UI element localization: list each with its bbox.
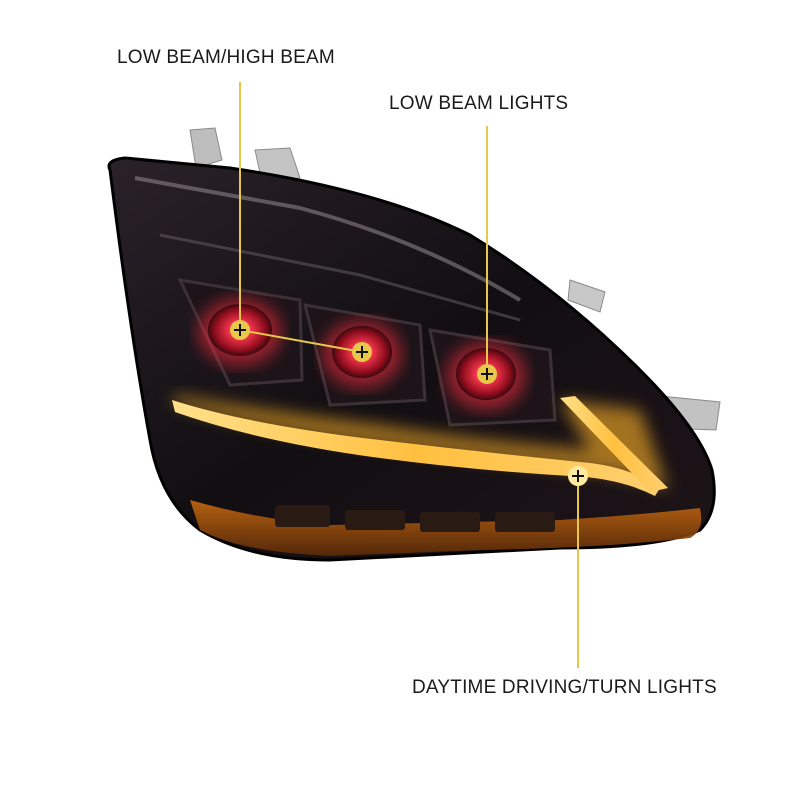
lower-reflector bbox=[275, 505, 330, 527]
drl-light-strip bbox=[172, 400, 660, 496]
lower-reflector bbox=[420, 512, 480, 532]
lower-reflector bbox=[495, 512, 555, 532]
label-drl-turn-lights: DAYTIME DRIVING/TURN LIGHTS bbox=[412, 677, 717, 698]
callout-marker-drl bbox=[568, 466, 588, 486]
lens-reflection bbox=[134, 176, 522, 302]
callout-marker-low-beam bbox=[477, 364, 497, 384]
mounting-bracket-top bbox=[189, 127, 223, 169]
callout-marker-low-high-beam bbox=[230, 320, 250, 340]
lens-reflection bbox=[159, 233, 521, 322]
callout-marker-beam-center bbox=[352, 342, 372, 362]
callout-line-beam-link bbox=[239, 329, 363, 353]
drl-arrow-tip bbox=[560, 396, 668, 492]
mounting-bracket-right bbox=[567, 279, 606, 313]
label-low-high-beam: LOW BEAM/HIGH BEAM bbox=[117, 47, 335, 68]
label-low-beam-lights: LOW BEAM LIGHTS bbox=[389, 93, 569, 114]
lower-reflector bbox=[345, 510, 405, 530]
